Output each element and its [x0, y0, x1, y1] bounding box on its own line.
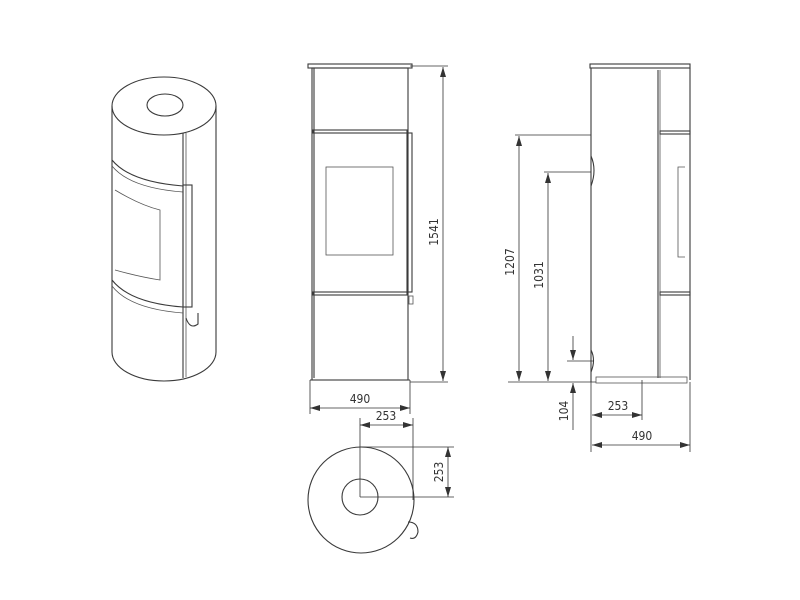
- depth-label: 490: [632, 429, 653, 443]
- top-connection-label: 1207: [503, 248, 517, 275]
- rear-connection-label: 1031: [532, 261, 546, 288]
- top-view: 253 253: [307, 409, 454, 554]
- lower-band: [312, 291, 408, 296]
- width-label: 490: [350, 392, 371, 406]
- handle-latch: [185, 313, 199, 327]
- door-handle: [182, 184, 193, 308]
- front-latch: [408, 295, 414, 305]
- upper-band-inner: [111, 165, 184, 193]
- side-window: [677, 166, 685, 258]
- side-upper-band: [659, 130, 691, 135]
- top-plate: [307, 63, 413, 69]
- top-outline: [307, 446, 415, 554]
- top-handle: [407, 521, 419, 539]
- flue-spigot: [590, 155, 595, 187]
- upper-band: [111, 159, 184, 187]
- side-top-plate: [589, 63, 691, 69]
- height-label: 1541: [427, 218, 441, 245]
- air-inlet-depth-label: 253: [608, 399, 629, 413]
- front-handle: [406, 132, 413, 293]
- flue-offset-x-label: 253: [376, 409, 397, 423]
- front-window: [325, 166, 394, 256]
- cylinder-top: [111, 76, 217, 136]
- flue-offset-y-label: 253: [432, 462, 446, 483]
- air-inlet: [590, 349, 595, 373]
- side-plinth: [595, 376, 688, 384]
- front-view: 1541 490: [307, 63, 448, 414]
- air-inlet-height-label: 104: [557, 401, 571, 422]
- upper-band: [312, 129, 408, 134]
- side-view: 1207 1031 104 253 490: [503, 63, 691, 452]
- flue-outlet: [146, 93, 184, 117]
- lower-band-inner: [111, 285, 184, 314]
- side-lower-band: [659, 291, 691, 296]
- cylinder-bottom: [111, 351, 217, 382]
- lower-band: [111, 279, 184, 308]
- iso-window: [114, 189, 161, 281]
- isometric-view: [111, 76, 217, 382]
